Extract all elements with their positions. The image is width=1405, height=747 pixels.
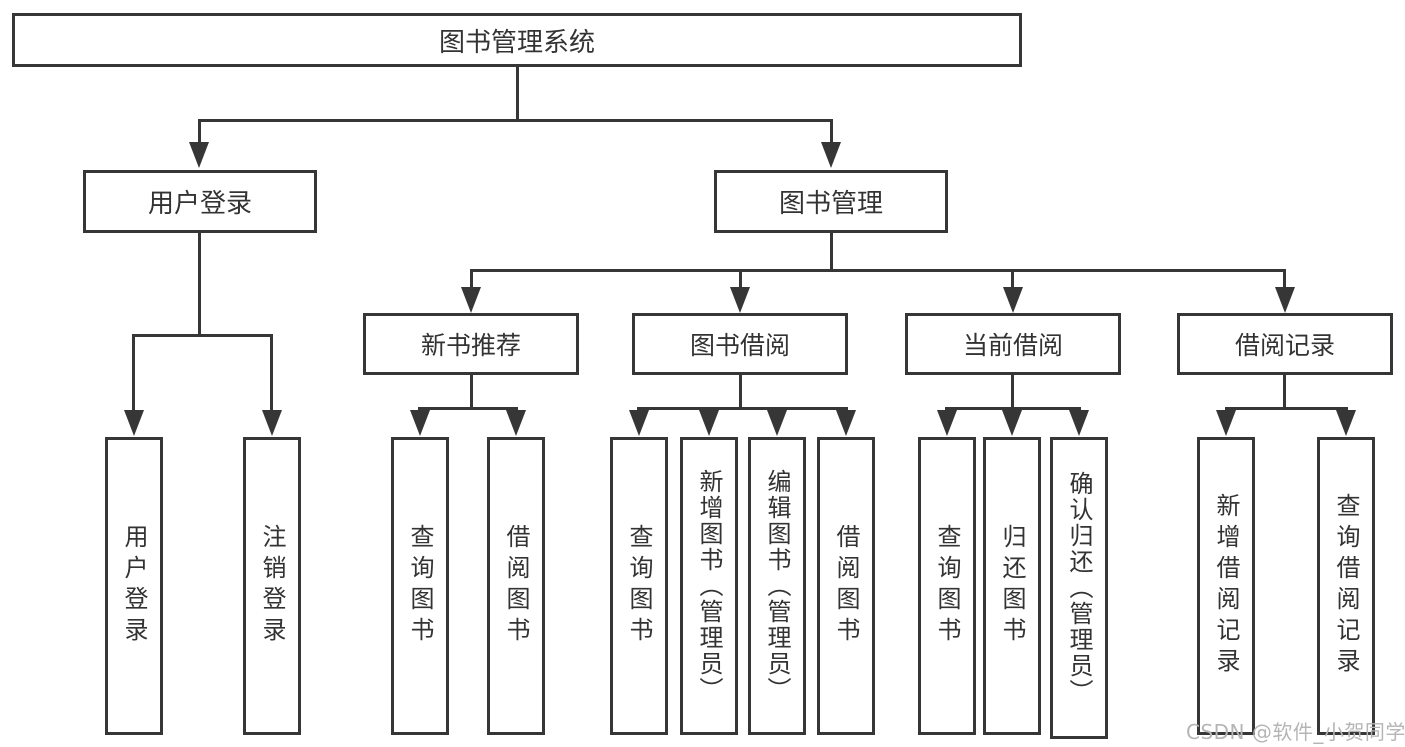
arrowhead-book-borrow — [730, 287, 750, 313]
arrowhead-borrow-add — [699, 410, 719, 436]
arrowhead-leaf-logout — [262, 410, 282, 436]
node-label: 归还图书 — [998, 524, 1026, 648]
node-label: 编辑图书（管理员） — [763, 469, 791, 703]
arrowhead-newbook-borrow — [506, 410, 526, 436]
arrowhead-current-return — [1002, 410, 1022, 436]
edge-user-stem — [198, 233, 201, 337]
leaf-current-query-books: 查询图书 — [918, 437, 976, 735]
edge-records-splitter — [1225, 407, 1348, 410]
leaf-logout: 注销登录 — [243, 437, 301, 735]
leaf-user-login: 用户登录 — [105, 437, 163, 735]
node-label: 新书推荐 — [420, 331, 521, 360]
edge-drop-book-mgmt — [830, 119, 833, 144]
arrowhead-current-borrow — [1003, 287, 1023, 313]
edge-current-stem — [1011, 375, 1014, 410]
node-root-library-system: 图书管理系统 — [12, 13, 1022, 67]
node-borrowing-records: 借阅记录 — [1177, 313, 1393, 375]
node-label: 借阅记录 — [1234, 331, 1335, 360]
leaf-borrow-query-books: 查询图书 — [610, 437, 668, 735]
edge-drop-user-login — [198, 119, 201, 144]
edge-drop-current-borrow — [1011, 269, 1014, 289]
arrowhead-current-query — [937, 410, 957, 436]
edge-borrow-stem — [739, 375, 742, 410]
node-label: 当前借阅 — [962, 331, 1063, 360]
node-label: 图书管理 — [778, 189, 883, 219]
leaf-newbook-borrow-books: 借阅图书 — [487, 437, 545, 735]
node-label: 图书管理系统 — [438, 27, 595, 58]
edge-root-stem — [516, 67, 519, 121]
node-new-book-recommend: 新书推荐 — [363, 313, 579, 375]
node-label: 用户登录 — [147, 189, 252, 219]
edge-current-splitter — [945, 407, 1081, 410]
node-label: 新增借阅记录 — [1212, 493, 1240, 679]
node-book-management: 图书管理 — [714, 170, 948, 233]
edge-newbook-splitter — [418, 407, 518, 410]
node-label: 借阅图书 — [832, 524, 860, 648]
arrowhead-user-login — [189, 142, 209, 168]
arrowhead-records-add — [1216, 410, 1236, 436]
node-label: 图书借阅 — [689, 331, 790, 360]
csdn-watermark: CSDN @软件_小贺同学 — [1186, 720, 1405, 744]
node-book-borrowing: 图书借阅 — [632, 313, 848, 375]
edge-drop-borrow-records — [1283, 269, 1286, 289]
leaf-add-borrow-record: 新增借阅记录 — [1197, 437, 1255, 735]
edge-level3-splitter — [470, 269, 1286, 272]
leaf-return-books: 归还图书 — [983, 437, 1041, 735]
node-label: 注销登录 — [258, 524, 286, 648]
node-label: 确认归还（管理员） — [1065, 471, 1093, 705]
node-label: 用户登录 — [120, 524, 148, 648]
arrowhead-records-query — [1336, 410, 1356, 436]
edge-drop-book-borrow — [739, 269, 742, 289]
node-label: 查询图书 — [406, 524, 434, 648]
leaf-newbook-query-books: 查询图书 — [391, 437, 449, 735]
arrowhead-leaf-login — [124, 410, 144, 436]
arrowhead-new-book — [461, 287, 481, 313]
node-label: 新增图书（管理员） — [695, 469, 723, 703]
arrowhead-book-mgmt — [821, 142, 841, 168]
node-user-login: 用户登录 — [83, 170, 317, 233]
edge-drop-new-book — [470, 269, 473, 289]
edge-records-stem — [1283, 375, 1286, 410]
edge-drop-leaf-login — [132, 334, 135, 412]
edge-drop-leaf-logout — [270, 334, 273, 412]
node-label: 查询借阅记录 — [1332, 493, 1360, 679]
node-current-borrowing: 当前借阅 — [905, 313, 1121, 375]
edge-borrow-splitter — [637, 407, 848, 410]
arrowhead-borrow-records — [1275, 287, 1295, 313]
edge-mgmt-stem — [830, 233, 833, 272]
leaf-borrow-books: 借阅图书 — [817, 437, 875, 735]
edge-newbook-stem — [470, 375, 473, 410]
arrowhead-current-confirm — [1069, 410, 1089, 436]
edge-level2-splitter — [198, 119, 833, 122]
node-label: 借阅图书 — [502, 524, 530, 648]
leaf-add-book-admin: 新增图书（管理员） — [680, 437, 738, 735]
arrowhead-borrow-query — [629, 410, 649, 436]
arrowhead-borrow-edit — [767, 410, 787, 436]
arrowhead-borrow-borrow — [836, 410, 856, 436]
node-label: 查询图书 — [625, 524, 653, 648]
leaf-confirm-return-admin: 确认归还（管理员） — [1050, 437, 1108, 739]
arrowhead-newbook-query — [410, 410, 430, 436]
leaf-edit-book-admin: 编辑图书（管理员） — [748, 437, 806, 735]
edge-user-splitter — [132, 334, 273, 337]
node-label: 查询图书 — [933, 524, 961, 648]
leaf-query-borrow-record: 查询借阅记录 — [1317, 437, 1375, 735]
